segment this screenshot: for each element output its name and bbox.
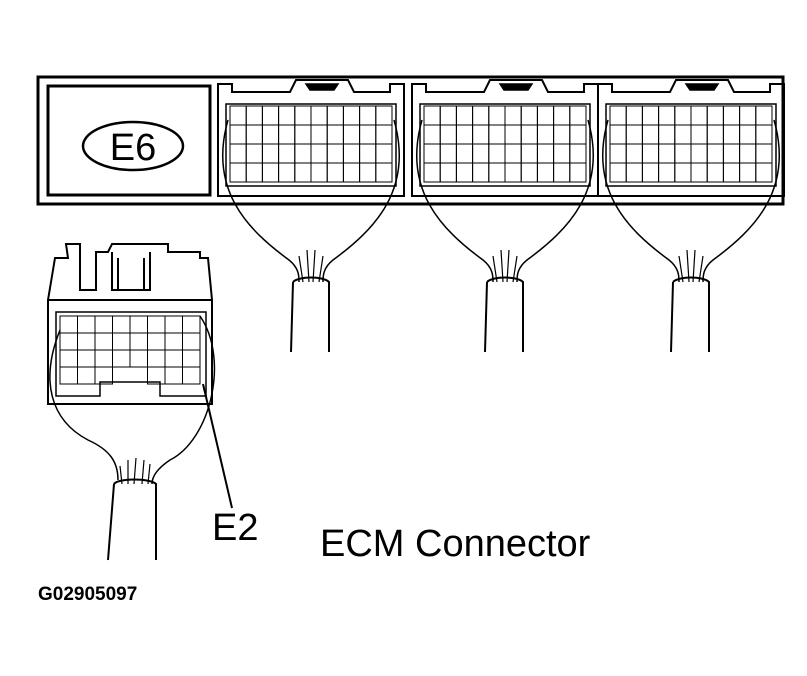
connector-id-box [46, 84, 212, 197]
upper-socket-2 [411, 79, 599, 353]
terminal-label-e2: E2 [212, 507, 258, 549]
upper-socket-2-terminals [423, 105, 587, 183]
connector-id-ellipse [81, 120, 185, 172]
e2-leader-line [202, 383, 233, 509]
upper-socket-3 [597, 79, 785, 353]
upper-socket-1 [217, 79, 405, 353]
figure-code: G02905097 [38, 584, 137, 605]
connector-id-label: E6 [110, 127, 156, 169]
upper-socket-3-terminals [609, 105, 773, 183]
diagram-caption: ECM Connector [320, 523, 591, 565]
lower-connector [47, 243, 216, 561]
lower-connector-terminals [59, 315, 201, 385]
upper-sockets [217, 79, 785, 353]
upper-socket-1-terminals [229, 105, 393, 183]
